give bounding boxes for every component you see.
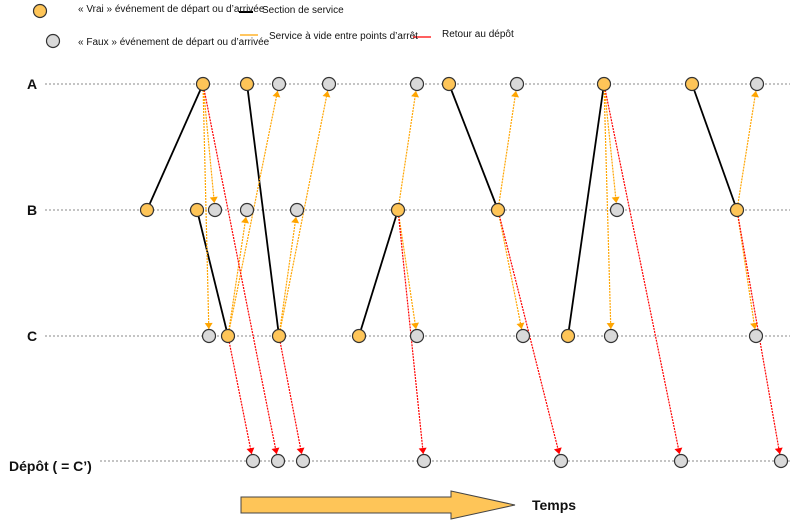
legend-depot-return: Retour au dépôt [442, 29, 514, 40]
false-event-node [416, 453, 432, 469]
false-event-node [239, 202, 255, 218]
deadhead-line-arrowhead [751, 90, 759, 98]
deadhead-line [736, 209, 756, 330]
true-event-node [351, 328, 367, 344]
true-event-node [239, 76, 255, 92]
deadhead-line [278, 216, 297, 337]
depot-return-line-arrowhead [674, 447, 683, 455]
legend-false-event-icon [45, 33, 61, 49]
time-label: Temps [532, 497, 577, 513]
false-event-node [515, 328, 531, 344]
service-section-line [448, 83, 499, 211]
true-event-node [684, 76, 700, 92]
depot-return-line-arrowhead [553, 447, 562, 455]
deadhead-line-arrowhead [750, 322, 759, 330]
deadhead-line [227, 216, 247, 337]
service-section-line [196, 209, 229, 337]
depot-return-line-arrowhead [271, 447, 280, 455]
true-event-node [596, 76, 612, 92]
deadhead-line [497, 90, 517, 211]
service-section-line [691, 83, 738, 211]
deadhead-line [497, 209, 523, 330]
legend-deadhead: Service à vide entre points d’arrêt [269, 31, 418, 42]
false-event-node [749, 76, 765, 92]
deadhead-line [603, 83, 612, 330]
service-section-line [146, 83, 204, 211]
false-event-node [409, 76, 425, 92]
service-section-line [358, 209, 399, 337]
false-event-node [321, 76, 337, 92]
true-event-node [189, 202, 205, 218]
false-event-node [295, 453, 311, 469]
row-label-a: A [27, 76, 38, 92]
false-event-node [773, 453, 789, 469]
true-event-node [139, 202, 155, 218]
true-event-node [195, 76, 211, 92]
false-event-node [409, 328, 425, 344]
row-label-b: B [27, 202, 38, 218]
deadhead-line-arrowhead [411, 90, 420, 98]
false-event-node [289, 202, 305, 218]
depot-return-line [202, 83, 278, 455]
service-section-line [246, 83, 280, 337]
false-event-node [271, 76, 287, 92]
true-event-node [271, 328, 287, 344]
false-event-node [207, 202, 223, 218]
false-event-node [748, 328, 764, 344]
deadhead-line [278, 90, 329, 337]
true-event-node [729, 202, 745, 218]
deadhead-line [202, 83, 215, 204]
deadhead-line-arrowhead [204, 322, 213, 330]
true-event-node [220, 328, 236, 344]
deadhead-line-arrowhead [241, 216, 250, 224]
false-event-node [245, 453, 261, 469]
legend-service: Section de service [262, 5, 344, 16]
row-label-depot: Dépôt ( = C’) [9, 458, 92, 474]
deadhead-line [397, 209, 417, 330]
deadhead-line-arrowhead [516, 322, 525, 330]
service-section-line [567, 83, 605, 337]
depot-return-line-arrowhead [418, 447, 427, 455]
deadhead-line [202, 83, 210, 330]
legend-false-event: « Faux » événement de départ ou d’arrivé… [78, 37, 270, 48]
time-arrow [240, 490, 516, 520]
depot-return-line [227, 335, 253, 455]
false-event-node [509, 76, 525, 92]
false-event-node [609, 202, 625, 218]
true-event-node [560, 328, 576, 344]
deadhead-line-arrowhead [611, 196, 620, 204]
legend-true-event: « Vrai » événement de départ ou d’arrivé… [78, 4, 265, 15]
depot-return-line [278, 335, 303, 455]
deadhead-line-arrowhead [322, 90, 331, 98]
false-event-node [201, 328, 217, 344]
deadhead-line [397, 90, 417, 211]
depot-return-line [397, 209, 424, 455]
false-event-node [270, 453, 286, 469]
true-event-node [390, 202, 406, 218]
true-event-node [441, 76, 457, 92]
row-label-c: C [27, 328, 38, 344]
deadhead-line-arrowhead [291, 216, 300, 224]
deadhead-line-arrowhead [411, 322, 420, 330]
deadhead-line-arrowhead [209, 196, 218, 204]
deadhead-line-arrowhead [606, 322, 615, 330]
deadhead-line [603, 83, 617, 204]
legend-true-event-icon [32, 3, 48, 19]
depot-return-line-arrowhead [774, 447, 783, 455]
false-event-node [673, 453, 689, 469]
depot-return-line [603, 83, 681, 455]
deadhead-line-arrowhead [511, 90, 520, 98]
true-event-node [490, 202, 506, 218]
deadhead-line [736, 90, 757, 211]
false-event-node [603, 328, 619, 344]
deadhead-line-arrowhead [272, 90, 281, 98]
deadhead-line [227, 90, 279, 337]
false-event-node [553, 453, 569, 469]
depot-return-line-arrowhead [246, 447, 255, 455]
depot-return-line-arrowhead [296, 447, 305, 455]
